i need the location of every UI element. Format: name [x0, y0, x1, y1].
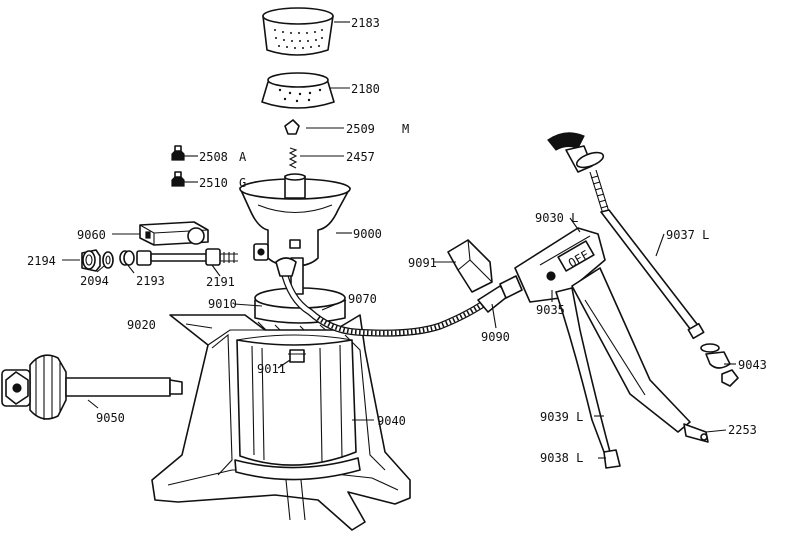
label-2508: 2508	[199, 150, 228, 164]
label-2253: 2253	[728, 423, 757, 437]
label-9070: 9070	[348, 292, 377, 306]
label-9038: 9038 L	[540, 451, 583, 465]
label-9010: 9010	[208, 297, 237, 311]
part-9030-valve-body: OFF	[514, 227, 606, 303]
part-9091-clip	[447, 239, 493, 293]
label-9020: 9020	[127, 318, 156, 332]
part-9038-handle-tip	[603, 449, 621, 469]
label-2509-suffix: M	[402, 122, 409, 136]
part-2183-perforated-cap	[262, 7, 334, 56]
part-2253-lever-end	[683, 423, 709, 443]
part-2193-ring	[119, 250, 135, 266]
label-9030: 9030 L	[535, 211, 578, 225]
part-2509-nozzle	[284, 119, 300, 135]
label-2510-suffix: G	[239, 176, 246, 190]
part-9050-pump	[1, 354, 183, 420]
label-2508-suffix: A	[239, 150, 247, 164]
part-9040-tank	[234, 334, 361, 481]
leader-lines	[62, 21, 736, 459]
label-9040: 9040	[377, 414, 406, 428]
part-9037-rod	[547, 132, 705, 340]
part-9010-collar	[254, 257, 346, 337]
label-2457: 2457	[346, 150, 375, 164]
part-9090-coupling	[477, 275, 523, 313]
part-9060-bracket	[139, 221, 209, 246]
label-9043: 9043	[738, 358, 767, 372]
label-9091: 9091	[408, 256, 437, 270]
part-2194-fitting	[81, 249, 101, 272]
label-2194: 2194	[27, 254, 56, 268]
label-2510: 2510	[199, 176, 228, 190]
part-2457-spring	[288, 147, 298, 169]
part-2191-rod	[136, 248, 238, 266]
label-2191: 2191	[206, 275, 235, 289]
part-2508-jet	[171, 145, 185, 161]
label-2193: 2193	[136, 274, 165, 288]
label-2094: 2094	[80, 274, 109, 288]
label-9050: 9050	[96, 411, 125, 425]
label-9011: 9011	[257, 362, 286, 376]
part-9000-burner-head	[239, 173, 351, 267]
label-9060: 9060	[77, 228, 106, 242]
label-2183: 2183	[351, 16, 380, 30]
label-2509: 2509	[346, 122, 375, 136]
part-2094-washer	[102, 251, 114, 269]
part-2180-strainer	[261, 72, 335, 109]
part-9070-hose	[275, 257, 496, 337]
label-9090: 9090	[481, 330, 510, 344]
part-2510-jet	[171, 171, 185, 187]
label-9000: 9000	[353, 227, 382, 241]
label-9039: 9039 L	[540, 410, 583, 424]
label-9035: 9035	[536, 303, 565, 317]
label-9037: 9037 L	[666, 228, 709, 242]
label-2180: 2180	[351, 82, 380, 96]
part-9043-valve-cup	[700, 343, 739, 387]
